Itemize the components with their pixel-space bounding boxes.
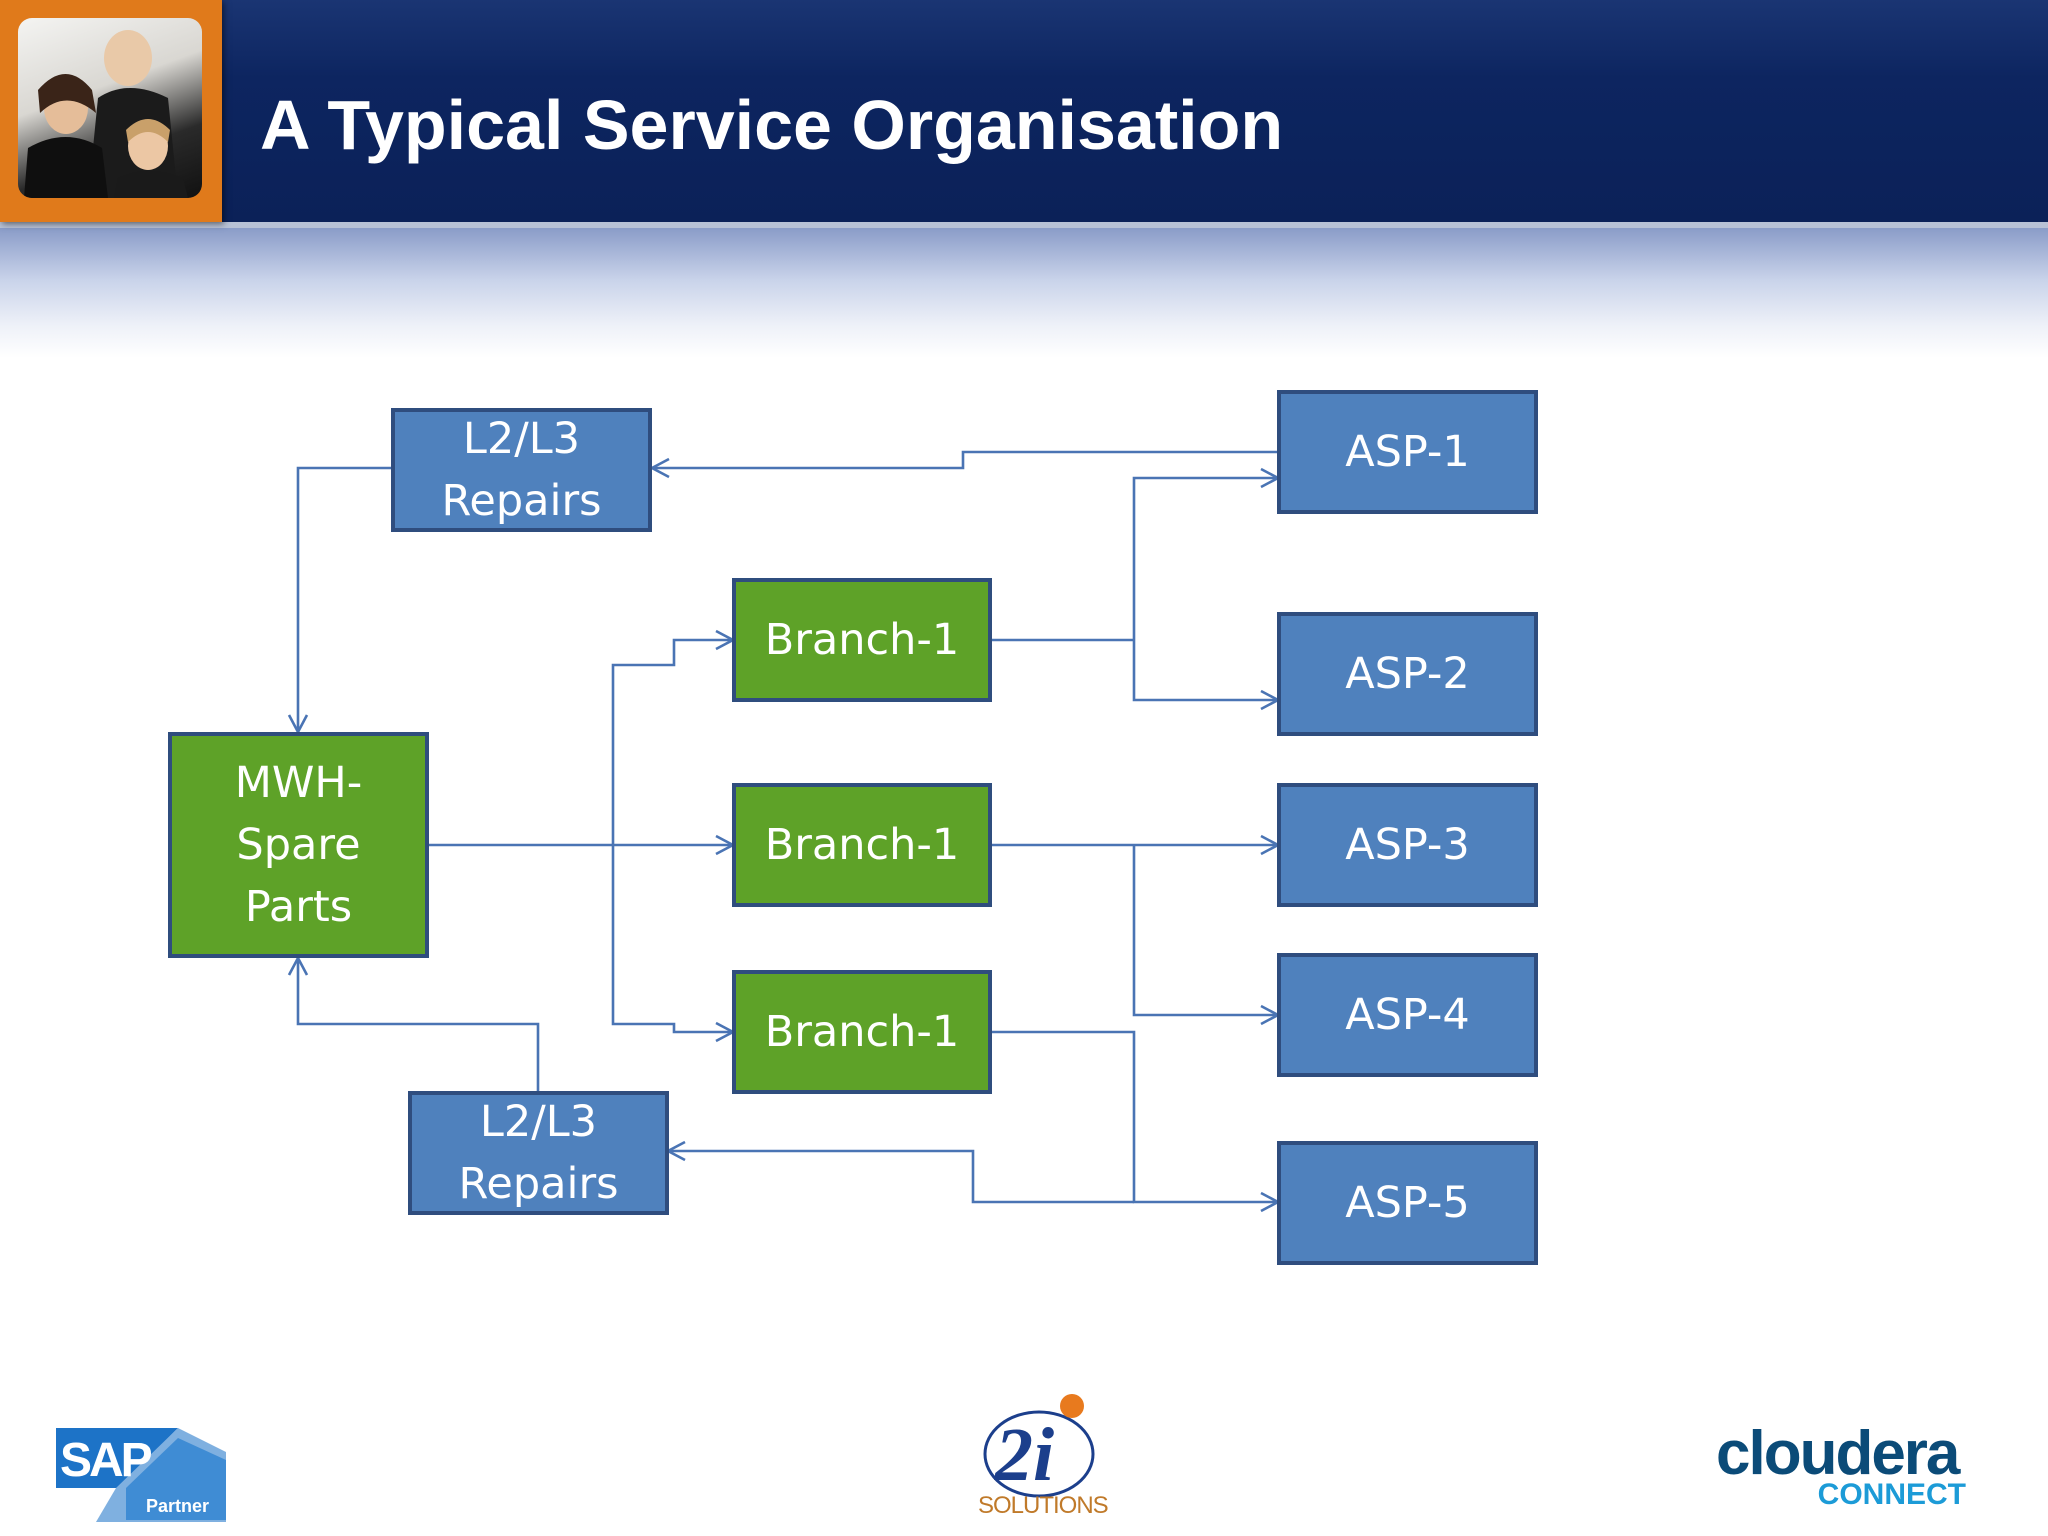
node-label: L2/L3 Repairs bbox=[441, 414, 602, 526]
svg-text:2i: 2i bbox=[994, 1413, 1054, 1497]
node-label: ASP-2 bbox=[1345, 649, 1470, 699]
2i-solutions-logo: 2i SOLUTIONS bbox=[975, 1392, 1125, 1522]
node-label: ASP-4 bbox=[1345, 990, 1470, 1040]
node-asp-2: ASP-2 bbox=[1277, 612, 1538, 736]
title-bar bbox=[0, 0, 2048, 228]
node-label: Branch-1 bbox=[764, 820, 960, 870]
header-photo bbox=[0, 0, 222, 222]
node-label: MWH- Spare Parts bbox=[234, 758, 363, 932]
cloudera-connect-logo: cloudera CONNECT bbox=[1716, 1418, 1986, 1518]
edge-repairs-bottom-to-mwh bbox=[287, 955, 540, 1092]
edge-mwh-to-branch-3 bbox=[611, 845, 736, 1043]
edge-asp1-to-repairs-top bbox=[649, 450, 1278, 479]
edge-asp5-to-repairs-bottom bbox=[665, 1140, 1134, 1204]
node-asp-5: ASP-5 bbox=[1277, 1141, 1538, 1265]
node-branch-2: Branch-1 bbox=[732, 783, 992, 907]
edge-branch-1-to-asp-1 bbox=[1132, 467, 1281, 640]
svg-text:SAP: SAP bbox=[60, 1434, 152, 1487]
sap-partner-logo: SAP Partner bbox=[56, 1424, 226, 1522]
edge-branch-3-to-asp-5 bbox=[991, 1030, 1281, 1213]
node-label: ASP-3 bbox=[1345, 820, 1470, 870]
title-gradient bbox=[0, 228, 2048, 358]
node-asp-3: ASP-3 bbox=[1277, 783, 1538, 907]
node-asp-4: ASP-4 bbox=[1277, 953, 1538, 1077]
edge-repairs-top-to-mwh bbox=[287, 466, 391, 735]
node-label: Branch-1 bbox=[764, 615, 960, 665]
node-label: Branch-1 bbox=[764, 1007, 960, 1057]
2i-subtitle: SOLUTIONS bbox=[978, 1492, 1109, 1519]
node-repairs-top: L2/L3 Repairs bbox=[391, 408, 652, 532]
node-repairs-bottom: L2/L3 Repairs bbox=[408, 1091, 669, 1215]
node-asp-1: ASP-1 bbox=[1277, 390, 1538, 514]
edge-branch-1-to-asp-2 bbox=[1132, 640, 1281, 711]
edge-branch-2-to-asp-4 bbox=[1132, 845, 1281, 1026]
cloudera-word: cloudera bbox=[1716, 1419, 1960, 1488]
cloudera-connect-word: CONNECT bbox=[1817, 1478, 1966, 1511]
node-label: L2/L3 Repairs bbox=[458, 1097, 619, 1209]
people-photo-icon bbox=[18, 18, 202, 198]
svg-text:Partner: Partner bbox=[146, 1496, 209, 1516]
node-branch-1: Branch-1 bbox=[732, 578, 992, 702]
page-title: A Typical Service Organisation bbox=[260, 86, 1284, 164]
edge-mwh-to-branch-1 bbox=[611, 629, 736, 845]
node-label: ASP-1 bbox=[1345, 427, 1470, 477]
node-branch-3: Branch-1 bbox=[732, 970, 992, 1094]
node-mwh-spare-parts: MWH- Spare Parts bbox=[168, 732, 429, 958]
node-label: ASP-5 bbox=[1345, 1178, 1470, 1228]
